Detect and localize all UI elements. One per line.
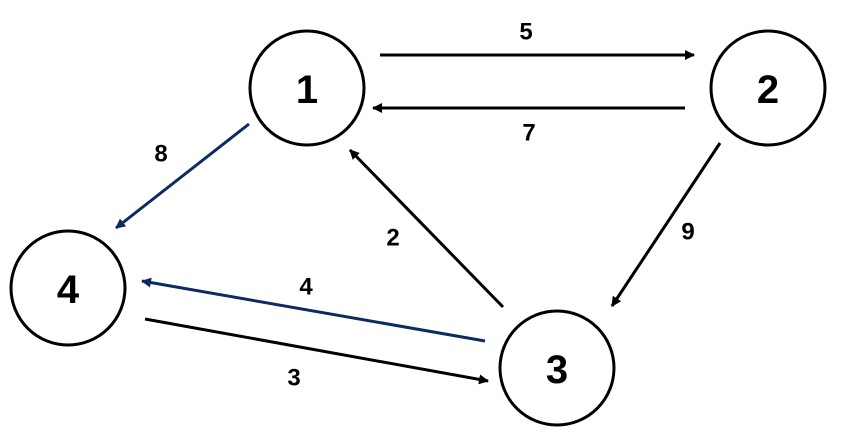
node-label-2: 2: [757, 68, 779, 112]
edge-weight-2-to-3: 9: [681, 219, 694, 246]
edge-arrow-2-to-3: [610, 142, 722, 307]
edge-weight-4-to-3: 3: [287, 365, 300, 392]
node-3: 3: [498, 309, 616, 427]
edge-2-to-3: 9: [610, 142, 722, 307]
edge-weight-3-to-1: 2: [386, 225, 399, 252]
edge-arrow-4-to-3: [144, 317, 489, 385]
edge-arrow-3-to-4: [141, 277, 486, 343]
node-circle-1: [248, 29, 366, 147]
edge-2-to-1: 7: [372, 103, 685, 147]
edge-arrow-1-to-4: [115, 122, 250, 230]
node-label-4: 4: [57, 268, 80, 312]
edge-3-to-1: 2: [348, 148, 505, 309]
edge-4-to-3: 3: [144, 317, 489, 392]
node-1: 1: [248, 29, 366, 147]
edge-weight-2-to-1: 7: [522, 120, 535, 147]
edges-layer: 5 7 9 2 8 4 3: [115, 19, 722, 392]
nodes-layer: 1 2 3 4: [9, 29, 827, 427]
node-label-1: 1: [296, 68, 318, 112]
edge-weight-1-to-4: 8: [154, 141, 167, 168]
node-circle-2: [709, 29, 827, 147]
node-circle-4: [9, 229, 127, 347]
edge-arrow-3-to-1: [348, 148, 505, 309]
edge-3-to-4: 4: [141, 274, 486, 343]
node-2: 2: [709, 29, 827, 147]
node-circle-3: [498, 309, 616, 427]
node-4: 4: [9, 229, 127, 347]
edge-weight-1-to-2: 5: [519, 19, 532, 46]
edge-1-to-4: 8: [115, 122, 250, 230]
edge-1-to-2: 5: [380, 19, 695, 60]
edge-weight-3-to-4: 4: [299, 274, 313, 301]
node-label-3: 3: [546, 348, 568, 392]
